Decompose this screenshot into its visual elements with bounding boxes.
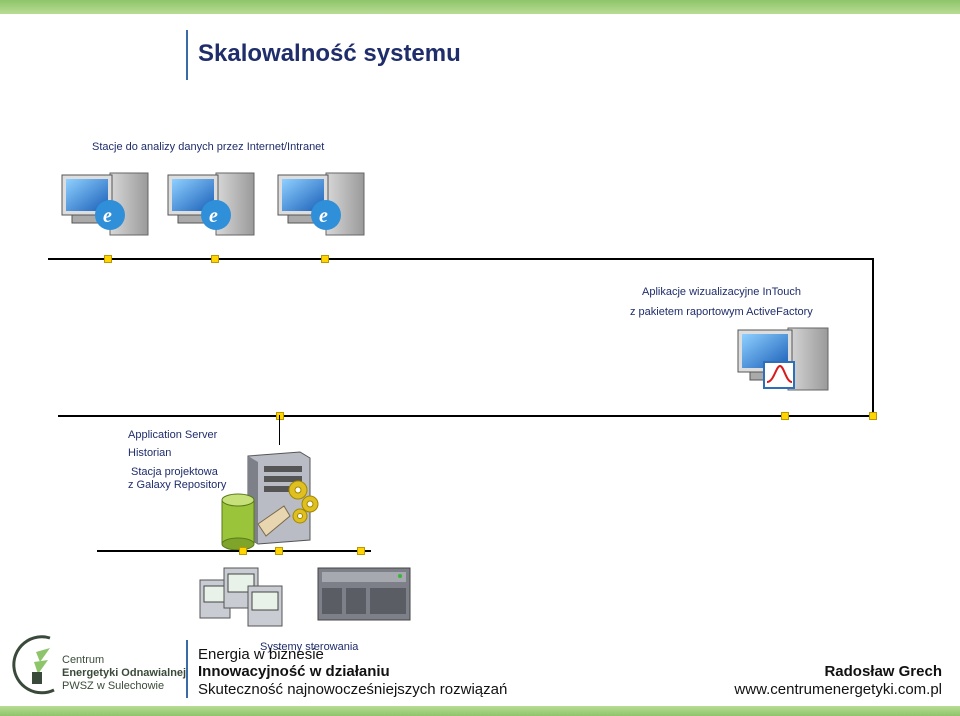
network-node (211, 255, 219, 263)
tagline-line1: Energia w biznesie (198, 646, 324, 663)
web-workstations: e e e (61, 172, 365, 236)
database-icon (221, 493, 255, 550)
stations-label: Stacje do analizy danych przez Internet/… (92, 141, 325, 153)
server-label-line3: Stacja projektowa (131, 466, 218, 478)
page-title: Skalowalność systemu (198, 40, 461, 67)
intouch-workstation-icon (737, 327, 829, 391)
server-drop-line (279, 415, 280, 445)
network-node (239, 547, 247, 555)
gears-icon (288, 480, 319, 524)
server-label-line1: Application Server (128, 429, 218, 441)
intouch-label-line2: z pakietem raportowym ActiveFactory (630, 306, 813, 318)
workstation-1-icon: e (61, 172, 149, 236)
author-name: Radosław Grech (824, 663, 942, 680)
bottom-decorative-bar (0, 706, 960, 716)
tagline-line2: Innowacyjność w działaniu (198, 663, 390, 680)
intouch-label-line1: Aplikacje wizualizacyjne InTouch (642, 286, 801, 298)
network-node (357, 547, 365, 555)
power-meters-icon (199, 567, 283, 627)
svg-text:e: e (319, 205, 328, 227)
server-group (221, 451, 319, 550)
svg-text:e: e (209, 205, 218, 227)
network-node (104, 255, 112, 263)
logo-text-line2: Energetyki Odnawialnej (62, 667, 187, 679)
tagline-line3: Skuteczność najnowocześniejszych rozwiąz… (198, 681, 508, 698)
network-node (275, 547, 283, 555)
website-link[interactable]: www.centrumenergetyki.com.pl (734, 681, 942, 698)
network-riser-line (872, 258, 874, 418)
network-node (781, 412, 789, 420)
logo-text-line1: Centrum (62, 654, 105, 666)
network-node (869, 412, 877, 420)
logo-text-line3: PWSZ w Sulechowie (62, 680, 165, 692)
control-network-line (97, 550, 371, 552)
footer-divider (186, 640, 188, 698)
workstation-3-icon: e (277, 172, 365, 236)
centrum-logo-icon (12, 635, 55, 695)
supervisory-network-line (58, 415, 874, 417)
network-node (276, 412, 284, 420)
internet-network-line (48, 258, 874, 260)
title-accent-line (186, 30, 188, 80)
control-systems-label: Systemy sterowania (260, 641, 359, 653)
network-node (321, 255, 329, 263)
svg-text:e: e (103, 205, 112, 227)
server-label-line4: z Galaxy Repository (128, 479, 227, 491)
workstation-2-icon: e (167, 172, 255, 236)
top-decorative-bar (0, 0, 960, 14)
tools-icon (257, 505, 291, 537)
plc-controller-icon (317, 567, 411, 621)
server-label-line2: Historian (128, 447, 172, 459)
